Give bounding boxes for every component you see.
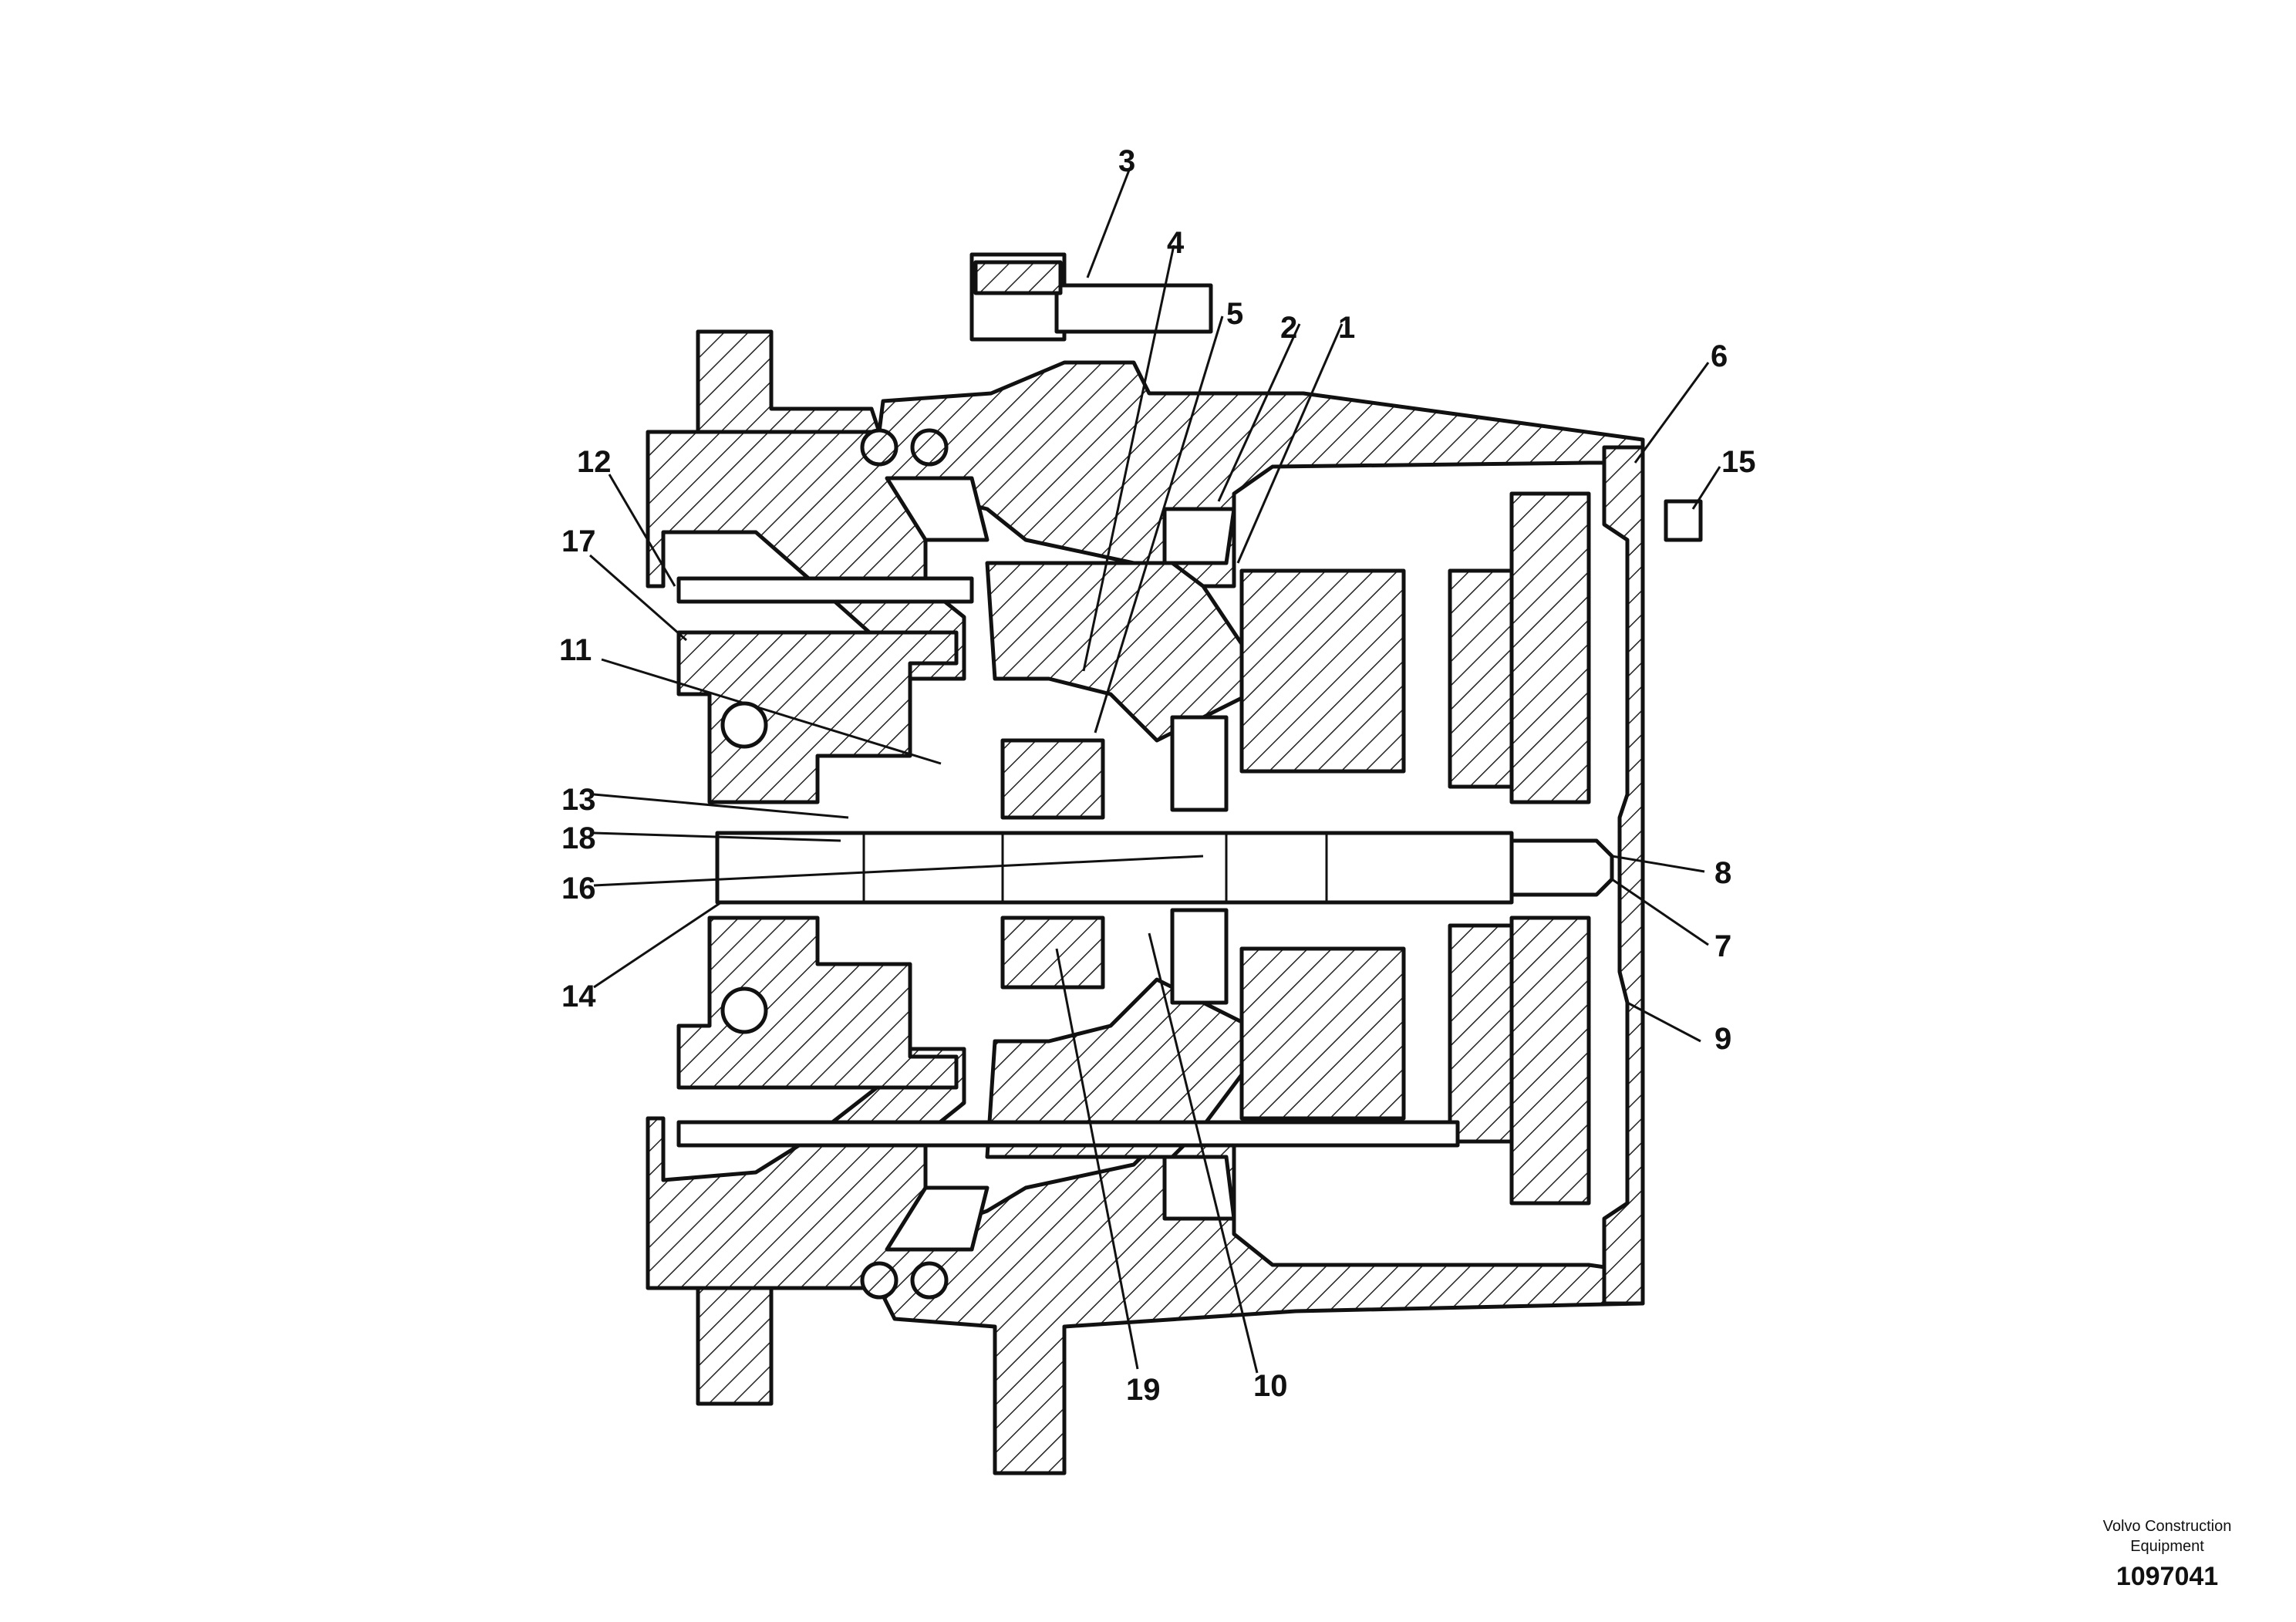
shaft-end-bolt [1509,838,1614,897]
footer-brand-line2: Equipment [2130,1538,2204,1555]
callout-13: 13 [561,783,596,817]
callout-10: 10 [1253,1369,1288,1403]
tapered-bearing-bottom-left [885,1185,990,1252]
carrier-lower [1448,923,1514,1144]
bolt-top-shank [1054,283,1213,334]
ring-gear-right-lower [1509,916,1591,1206]
callout-6: 6 [1711,339,1728,373]
planet-gear-lower [1239,946,1406,1121]
footer-brand: Volvo Construction [2102,1518,2232,1535]
mount-flange-upper [696,329,882,434]
brake-discs-upper [1170,715,1229,812]
planet-gear-upper [1239,568,1406,774]
callout-2: 2 [1280,311,1297,345]
ball-bearing-lower [720,986,768,1034]
callout-5: 5 [1226,297,1243,331]
inner-hub-upper [985,561,1252,743]
callout-19: 19 [1126,1373,1161,1407]
callout-18: 18 [561,821,596,855]
callout-3: 3 [1118,144,1135,178]
callout-11: 11 [559,633,592,667]
spring-pack-lower [1000,916,1105,990]
callout-8: 8 [1714,856,1731,890]
left-cage-lower [676,916,959,1090]
callout-14: 14 [561,980,596,1013]
through-bolt-upper [676,576,974,604]
seal-top-1 [860,428,899,467]
seal-top-2 [910,428,949,467]
callout-17: 17 [561,524,596,558]
callout-1: 1 [1338,311,1355,345]
callout-12: 12 [577,445,612,479]
document-number: 1097041 [2116,1562,2219,1591]
bolt-top-head-hatch [973,260,1063,295]
callout-9: 9 [1714,1022,1731,1056]
tapered-bearing-top-left [885,476,990,542]
seal-bottom-1 [860,1261,899,1300]
tapered-bearing-bottom-right [1162,1155,1236,1221]
callout-16: 16 [561,872,596,905]
callout-4: 4 [1167,226,1185,260]
tapered-bearing-top-right [1162,507,1236,565]
left-cage-upper [676,630,959,804]
mount-flange-lower [696,1286,774,1406]
callout-7: 7 [1714,929,1731,963]
leader-lines [589,167,1721,1374]
carrier-upper [1448,568,1514,789]
callout-15: 15 [1721,445,1756,479]
spring-pack-upper [1000,738,1105,820]
through-bolt-lower [676,1120,1460,1148]
ball-bearing-upper [720,701,768,749]
ring-gear-right-upper [1509,491,1591,804]
brake-discs-lower [1170,908,1229,1005]
main-shaft [715,831,1514,905]
seal-bottom-2 [910,1261,949,1300]
